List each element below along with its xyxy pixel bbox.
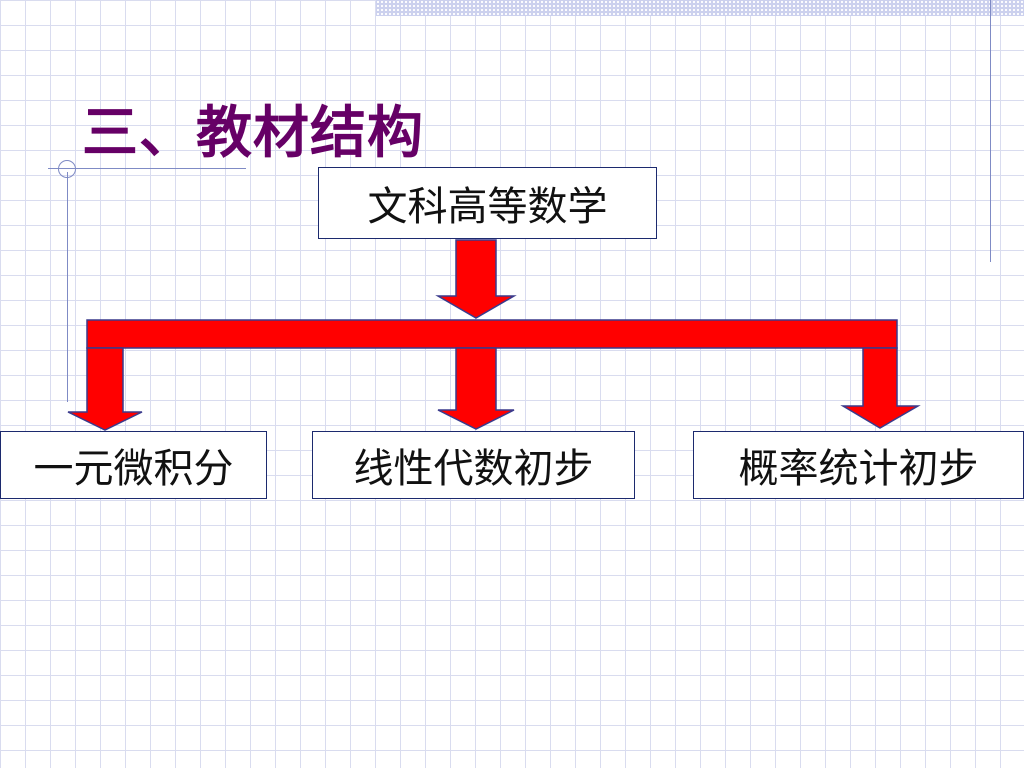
left-down-arrow bbox=[67, 347, 143, 431]
child-node-box: 一元微积分 bbox=[0, 431, 267, 499]
right-down-arrow bbox=[840, 347, 921, 429]
decorative-circle bbox=[58, 160, 76, 178]
child-node-label: 一元微积分 bbox=[33, 446, 234, 492]
decorative-left-vertical-line bbox=[67, 172, 68, 402]
root-node-label: 文科高等数学 bbox=[367, 184, 608, 230]
middle-down-arrow bbox=[437, 347, 515, 430]
top-decorative-band bbox=[376, 0, 1024, 16]
decorative-vertical-line bbox=[990, 0, 991, 262]
page-title: 三、教材结构 bbox=[82, 101, 424, 166]
root-node-box: 文科高等数学 bbox=[318, 167, 657, 239]
decorative-horizontal-line bbox=[48, 168, 246, 169]
root-down-arrow bbox=[435, 239, 517, 319]
child-node-label: 线性代数初步 bbox=[353, 446, 594, 492]
child-node-box: 概率统计初步 bbox=[693, 431, 1024, 499]
horizontal-connector-bar bbox=[86, 319, 898, 349]
child-node-label: 概率统计初步 bbox=[738, 446, 979, 492]
child-node-box: 线性代数初步 bbox=[312, 431, 635, 499]
